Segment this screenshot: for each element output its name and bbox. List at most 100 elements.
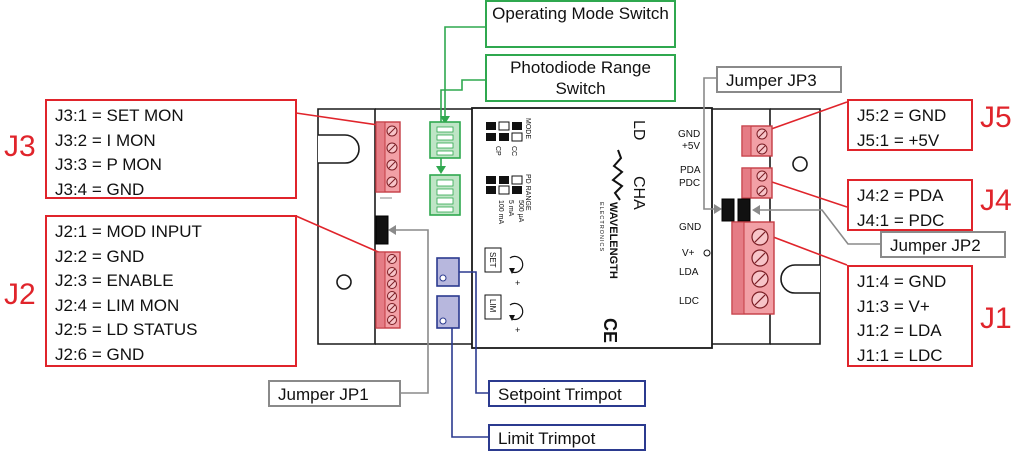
j2-pin: J2:3 = ENABLE xyxy=(55,271,174,291)
setpoint-trimpot-text: Setpoint Trimpot xyxy=(498,385,622,404)
jp2-leader xyxy=(756,209,880,245)
jumper-jp1-callout: Jumper JP1 xyxy=(268,380,401,407)
limit-leader xyxy=(451,315,488,438)
lim-label: LIM xyxy=(488,299,497,313)
lim-plus-label: + xyxy=(515,325,520,335)
jp1-arrow xyxy=(388,225,396,235)
terminal-j1 xyxy=(731,221,775,315)
j3-leader xyxy=(295,112,386,127)
j2-label: J2 xyxy=(4,278,36,311)
jumper-jp2 xyxy=(737,198,751,222)
mode-cp-label: CP xyxy=(494,146,501,156)
mounting-plate xyxy=(770,108,821,345)
j2-leader xyxy=(295,215,386,256)
j1-pin-callout: J1:4 = GND J1:3 = V+ J1:2 = LDA J1:1 = L… xyxy=(847,265,973,367)
pd-range-legend: PD RANGE 500 μA 5 mA 100 mA xyxy=(486,174,531,224)
jumper-jp3-callout: Jumper JP3 xyxy=(716,66,842,93)
j5-pin: J5:1 = +5V xyxy=(857,130,940,150)
j3-label: J3 xyxy=(4,130,36,163)
j1-label: J1 xyxy=(980,302,1012,335)
limit-trimpot xyxy=(436,295,460,329)
terminal-j5 xyxy=(741,125,773,157)
pd-range-5ma-label: 5 mA xyxy=(507,200,514,217)
operating-mode-switch xyxy=(429,121,461,159)
gnd-label: GND xyxy=(679,222,701,233)
ce-mark: CE xyxy=(600,318,620,343)
set-plus-label: + xyxy=(515,278,520,288)
limit-trimpot-callout: Limit Trimpot xyxy=(488,424,646,451)
center-module xyxy=(471,107,713,349)
brand-sub: ELECTRONICS xyxy=(598,202,604,252)
jp3-arrow xyxy=(714,204,722,214)
cha-label: CHA xyxy=(630,176,647,210)
mounting-slot-right xyxy=(780,264,820,294)
mode-label: MODE xyxy=(524,118,531,139)
gnd-5v-top-label: GND xyxy=(678,129,700,140)
j2-pin: J2:4 = LIM MON xyxy=(55,295,180,315)
setpoint-trimpot xyxy=(436,257,460,287)
pda-label: PDA xyxy=(680,165,701,176)
photodiode-range-callout: Photodiode Range Switch xyxy=(485,54,676,102)
photodiode-range-text: Photodiode Range Switch xyxy=(510,58,651,98)
mode-cc-label: CC xyxy=(510,146,517,156)
j5-leader xyxy=(759,101,848,134)
limit-trimpot-text: Limit Trimpot xyxy=(498,429,596,448)
j2-pin-callout: J2:1 = MOD INPUT J2:2 = GND J2:3 = ENABL… xyxy=(45,215,297,367)
j4-pin: J4:1 = PDC xyxy=(857,210,945,230)
jumper-jp3-text: Jumper JP3 xyxy=(726,71,817,90)
j2-pin: J2:6 = GND xyxy=(55,344,145,364)
pdc-label: PDC xyxy=(679,178,700,189)
j1-pin: J1:3 = V+ xyxy=(857,296,930,316)
pd-range-500ua-label: 500 μA xyxy=(517,200,524,223)
jumper-jp2-text: Jumper JP2 xyxy=(890,236,981,255)
set-label: SET xyxy=(488,252,497,268)
photodiode-range-arrow xyxy=(436,166,446,174)
j3-pin: J3:4 = GND xyxy=(55,179,145,199)
jp1-leader xyxy=(392,229,429,394)
j4-pin-callout: J4:2 = PDA J4:1 = PDC xyxy=(847,179,973,231)
photodiode-range-switch xyxy=(429,174,461,216)
terminal-j3 xyxy=(375,121,401,193)
operating-mode-text: Operating Mode Switch xyxy=(492,4,669,23)
j3-pin: J3:3 = P MON xyxy=(55,155,162,175)
setpoint-trimpot-callout: Setpoint Trimpot xyxy=(488,380,646,407)
pd-range-label: PD RANGE xyxy=(524,174,531,211)
terminal-j2 xyxy=(375,251,401,329)
vplus-label: V+ xyxy=(682,248,695,259)
j2-pin: J2:1 = MOD INPUT xyxy=(55,222,202,241)
pd-range-100ma-label: 100 mA xyxy=(497,200,504,224)
j3-pin: J3:1 = SET MON xyxy=(55,106,184,125)
j1-pin: J1:4 = GND xyxy=(857,272,947,291)
j4-label: J4 xyxy=(980,184,1012,217)
j1-pin: J1:1 = LDC xyxy=(857,345,943,365)
gnd-5v-bottom-label: +5V xyxy=(682,141,700,152)
j4-leader xyxy=(759,177,848,208)
j5-pin-callout: J5:2 = GND J5:1 = +5V xyxy=(847,99,973,151)
j5-pin: J5:2 = GND xyxy=(857,106,947,125)
operating-mode-arrow xyxy=(440,116,450,124)
operating-mode-callout: Operating Mode Switch xyxy=(485,0,676,48)
setpoint-leader xyxy=(454,271,488,394)
j3-pin-callout: J3:1 = SET MON J3:2 = I MON J3:3 = P MON… xyxy=(45,99,297,199)
ld-label: LD xyxy=(630,120,647,140)
j3-pin: J3:2 = I MON xyxy=(55,130,156,150)
operating-mode-leader xyxy=(444,26,485,120)
lda-label: LDA xyxy=(679,267,699,278)
jumper-jp2-callout: Jumper JP2 xyxy=(880,231,1006,258)
j2-pin: J2:5 = LD STATUS xyxy=(55,320,198,340)
brand-name: WAVELENGTH xyxy=(607,202,619,279)
mounting-hole-left xyxy=(336,274,352,290)
j4-pin: J4:2 = PDA xyxy=(857,186,944,205)
jumper-jp3 xyxy=(721,198,735,222)
terminal-j4 xyxy=(741,167,773,199)
jumper-jp1-text: Jumper JP1 xyxy=(278,385,369,404)
mode-switch-legend: MODE CP CC xyxy=(486,118,531,156)
brand-logo xyxy=(611,149,624,201)
jumper-jp1 xyxy=(375,215,389,245)
j1-pin: J1:2 = LDA xyxy=(857,321,942,341)
jp3-leader xyxy=(703,77,716,210)
mounting-hole-right xyxy=(792,156,808,172)
photodiode-range-leader xyxy=(440,79,485,170)
